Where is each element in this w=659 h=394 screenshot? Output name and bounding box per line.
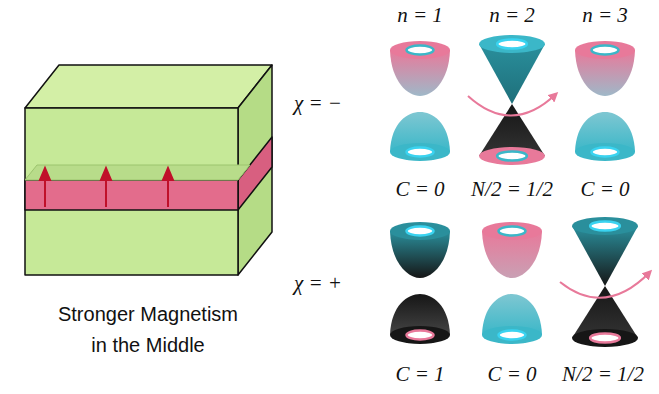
- band-hole: [407, 227, 434, 236]
- band-inversion-arrow: [560, 272, 650, 298]
- band-inversion-arrow: [468, 94, 556, 116]
- anomaly-label: N/2 = 1/2: [562, 362, 644, 387]
- band-rim: [575, 143, 635, 161]
- band-hole: [407, 148, 434, 157]
- anomaly-label: N/2 = 1/2: [471, 177, 553, 202]
- band-rim: [572, 329, 638, 347]
- band-rim: [479, 147, 545, 165]
- band-hole: [590, 222, 620, 231]
- magnetization-arrows: [40, 168, 173, 207]
- band-rim: [390, 41, 450, 59]
- band-rim: [482, 222, 542, 240]
- chirality-label: χ = +: [294, 271, 342, 296]
- layered-block: [25, 65, 272, 275]
- band-hole: [592, 148, 619, 157]
- band-structures: [390, 35, 638, 347]
- chern-number: C = 0: [395, 177, 444, 202]
- band-hole: [499, 227, 526, 236]
- band-hole: [499, 331, 526, 340]
- block-caption: Stronger Magnetism in the Middle: [48, 299, 248, 361]
- chern-number: C = 1: [395, 362, 444, 387]
- band-rim: [479, 35, 545, 53]
- band-rim: [482, 326, 542, 344]
- band-hole: [407, 331, 434, 340]
- band-rim: [572, 217, 638, 235]
- chirality-label: χ = −: [294, 91, 342, 116]
- band-index: n = 2: [489, 3, 535, 28]
- band-hole: [497, 40, 527, 49]
- band-rim: [390, 222, 450, 240]
- band-rim: [390, 326, 450, 344]
- band-hole: [497, 152, 527, 161]
- band-hole: [592, 46, 619, 55]
- band-rim: [390, 143, 450, 161]
- chern-number: C = 0: [580, 177, 629, 202]
- band-index: n = 3: [582, 3, 628, 28]
- band-rim: [575, 41, 635, 59]
- chern-number: C = 0: [487, 362, 536, 387]
- band-index: n = 1: [397, 3, 443, 28]
- band-hole: [407, 46, 434, 55]
- band-hole: [590, 334, 620, 343]
